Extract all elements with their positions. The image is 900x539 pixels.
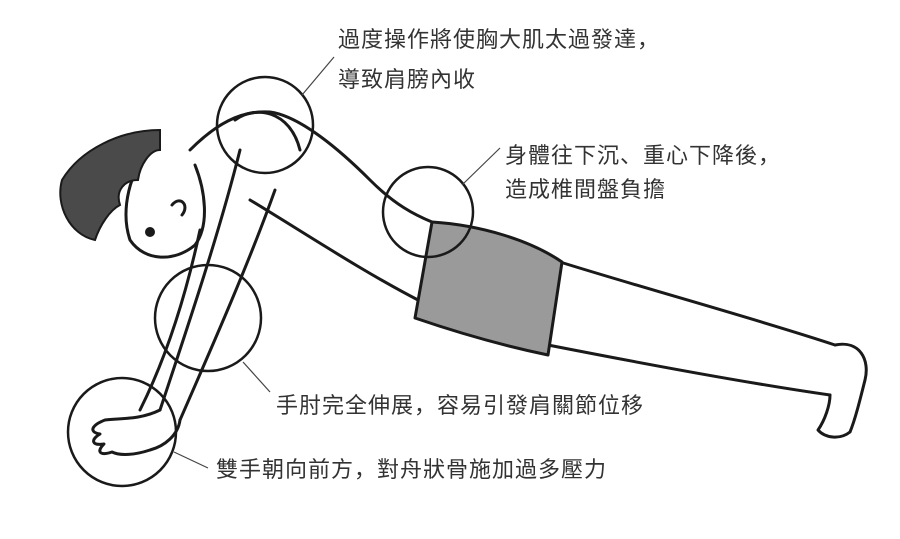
figure-foot — [816, 342, 868, 439]
shoulder-highlight-circle — [215, 75, 315, 175]
figure-arm-front — [178, 188, 277, 422]
elbow-highlight-circle — [153, 263, 263, 373]
elbow-leader-line — [242, 361, 271, 393]
hand-leader-line — [173, 451, 209, 469]
hand-highlight-circle — [66, 376, 178, 488]
figure-ear — [170, 199, 187, 217]
figure-belly — [248, 198, 420, 302]
figure-shoulder — [233, 110, 302, 152]
shoulder-leader-line — [301, 56, 335, 96]
annotation-line: 雙手朝向前方，對舟狀骨施加過多壓力 — [216, 458, 608, 483]
figure-hand — [91, 408, 182, 456]
annotation-line: 導致肩膀內收 — [338, 68, 477, 93]
figure-arm-inner — [138, 228, 202, 412]
figure-leg-top — [558, 260, 837, 347]
lower-back-leader-line — [461, 147, 501, 186]
annotation-line: 過度操作將使胸大肌太過發達， — [338, 28, 661, 53]
figure-shorts — [413, 220, 564, 357]
figure-hair — [59, 128, 161, 242]
figure-face — [124, 148, 206, 259]
figure-eye — [145, 227, 155, 237]
annotation-line: 身體往下沉、重心下降後， — [505, 144, 782, 169]
figure-arm-back — [158, 148, 242, 412]
figure-leg-bottom — [546, 343, 832, 397]
hand-annotation: 雙手朝向前方，對舟狀骨施加過多壓力 — [216, 454, 607, 488]
shoulder-annotation: 過度操作將使胸大肌太過發達， 導致肩膀內收 — [338, 24, 660, 98]
annotation-line: 手肘完全伸展，容易引發肩關節位移 — [276, 394, 645, 419]
lower-back-annotation: 身體往下沉、重心下降後， 造成椎間盤負擔 — [505, 140, 781, 208]
elbow-annotation: 手肘完全伸展，容易引發肩關節位移 — [276, 390, 644, 424]
lower-back-highlight-circle — [381, 165, 475, 259]
figure-back — [188, 110, 434, 224]
annotation-line: 造成椎間盤負擔 — [505, 178, 667, 203]
